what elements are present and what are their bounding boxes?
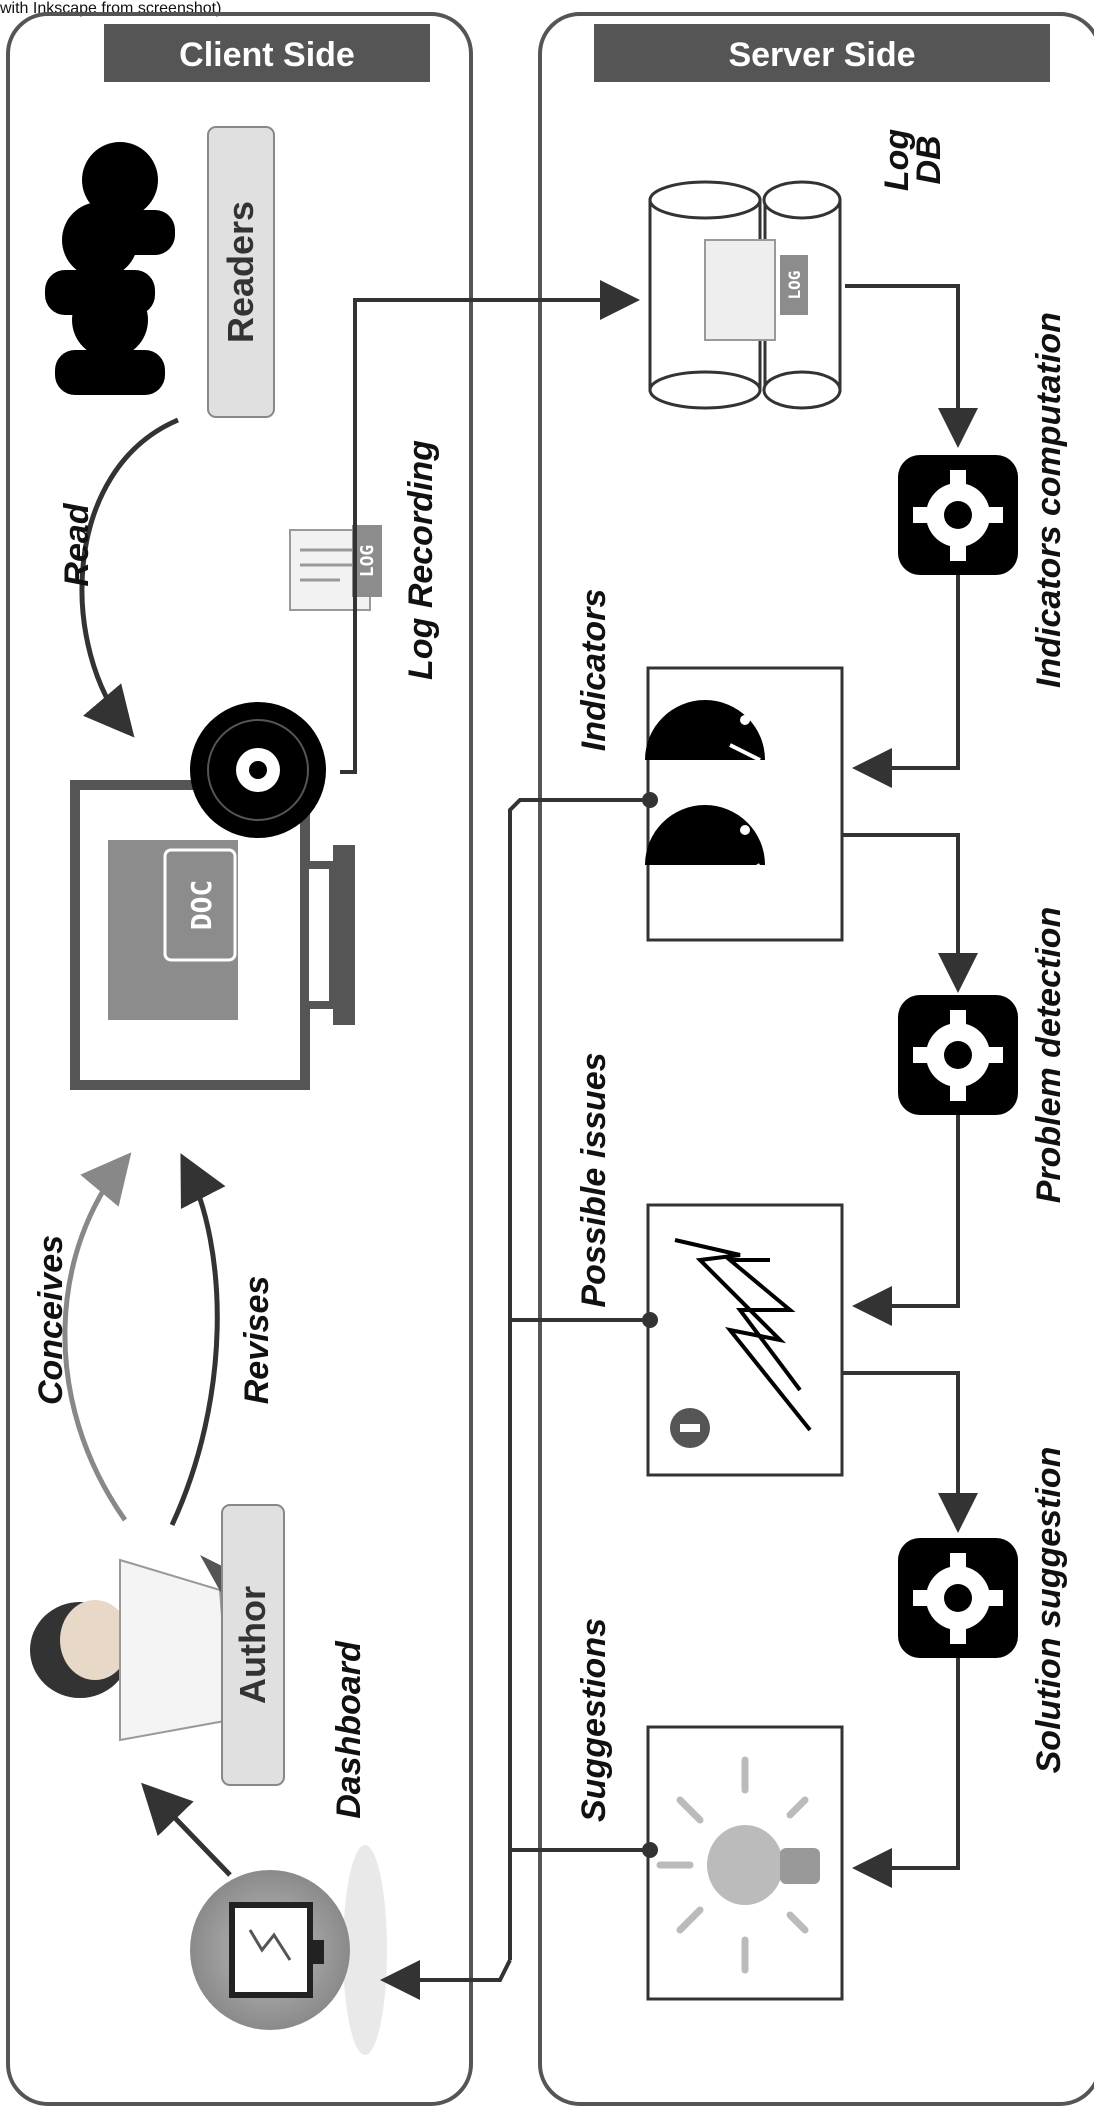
client-panel-title: Client Side [179,36,355,74]
log-recording-label: Log Recording [402,440,440,680]
suggestions-connector-dot [642,1842,658,1858]
log-db-label-line2: DB [910,135,948,184]
author-figure-icon [30,1555,232,1742]
computation-to-indicators-arrow [852,575,960,788]
db-to-indicators-computation-arrow [845,284,978,448]
problem-detection-to-issues-arrow [852,1115,960,1326]
light-bulb-icon [656,1756,820,1974]
trend-chart-icon [674,1238,812,1432]
indicators-box [645,666,844,942]
conceives-label: Conceives [32,1235,70,1405]
server-panel: Server Side [538,12,1094,2106]
client-panel-border [6,12,473,2106]
feedback-lines [380,798,648,2000]
dashboard-label: Dashboard [330,1640,368,1819]
issues-connector-dot [642,1312,658,1328]
client-panel-header [104,24,430,82]
indicators-computation-label: Indicators computation [1030,312,1068,688]
solution-suggestion-gear-icon [898,1538,1018,1658]
readers-label: Readers [220,201,261,343]
readers-group-icon [45,142,175,395]
problem-detection-gear-icon [898,995,1018,1115]
read-arrow [79,417,179,738]
server-panel-header [594,24,1050,82]
problem-detection-label: Problem detection [1030,907,1068,1204]
author-label: Author [232,1586,273,1704]
issues-to-solution-suggestion-arrow [842,1371,978,1533]
revises-label: Revises [238,1276,276,1405]
gauge-icon [645,700,787,885]
server-panel-title: Server Side [728,36,915,74]
solution-suggestion-label: Solution suggestion [1030,1447,1068,1774]
log-db-label-line1: Log [878,129,916,192]
possible-issues-label: Possible issues [575,1052,613,1307]
indicators-label: Indicators [575,589,613,751]
doc-stamp: DOC [185,880,218,931]
conceives-arrow [62,1152,132,1522]
revises-arrow [169,1153,226,1527]
readers-label-box: Readers [207,126,275,418]
dashboard-to-author-arrow [141,1782,232,1877]
client-panel: Client Side [6,12,473,2106]
log-stamp-recording: LOG [357,545,378,578]
dashboard-icon [190,1845,387,2055]
suggestions-label: Suggestions [575,1618,613,1822]
indicators-computation-gear-icon [898,455,1018,575]
log-recording-arrow [340,280,640,774]
log-db-icon: LOG [648,180,842,410]
recording-disc-icon [190,702,326,838]
document-monitor-icon: DOC [70,780,355,1090]
suggestions-box [646,1725,844,2001]
log-stamp-db: LOG [785,271,804,300]
possible-issues-box [646,1203,844,1477]
indicators-connector-dot [642,792,658,808]
solution-suggestion-to-suggestions-arrow [852,1658,960,1888]
indicators-to-problem-detection-arrow [842,833,978,993]
server-panel-border [538,12,1094,2106]
read-label: Read [58,502,96,586]
log-file-icon: LOG [289,525,382,611]
author-label-box: Author [221,1504,285,1786]
